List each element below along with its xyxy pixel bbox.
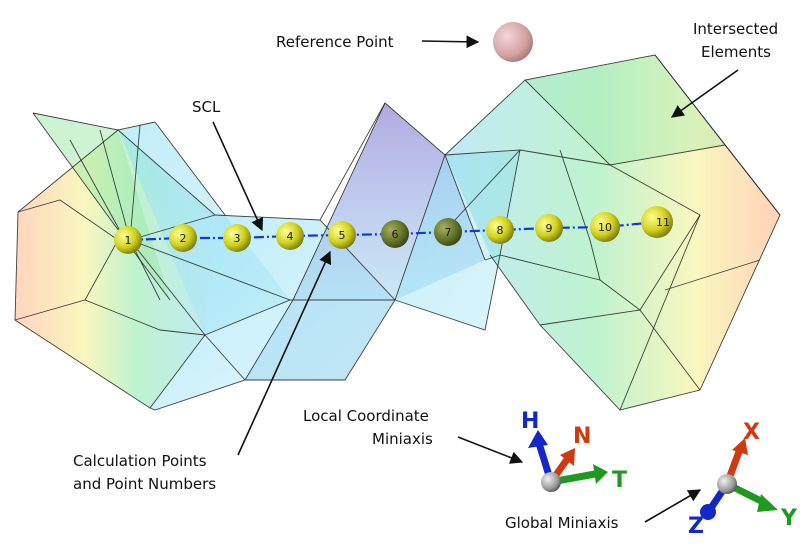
point-number: 11 <box>656 216 670 229</box>
calculation-points-arrow <box>237 250 332 456</box>
local-axis-t: T <box>612 468 627 493</box>
local-miniaxis-label-2: Miniaxis <box>372 430 433 448</box>
intersected-elements-arrow <box>670 69 739 118</box>
local-axis-h: H <box>521 409 539 434</box>
calculation-points: 1 2 3 4 5 6 7 8 <box>114 206 673 254</box>
calc-point: 3 <box>223 224 251 252</box>
calc-point: 9 <box>535 214 563 242</box>
local-miniaxis: H N T <box>521 409 627 493</box>
calc-point: 6 <box>381 220 409 248</box>
calc-point: 10 <box>590 212 620 242</box>
calc-point: 8 <box>486 216 514 244</box>
point-number: 9 <box>546 222 553 235</box>
intersected-elements-label: Intersected <box>693 20 778 38</box>
scl-label: SCL <box>192 98 221 116</box>
point-number: 3 <box>234 232 241 245</box>
point-number: 4 <box>287 230 294 243</box>
calculation-points-label: Calculation Points <box>73 452 207 470</box>
point-number: 2 <box>180 232 187 245</box>
local-miniaxis-arrow <box>457 436 524 464</box>
element-right-box-top <box>525 55 725 165</box>
calc-point: 5 <box>328 221 356 249</box>
local-axis-n: N <box>573 424 591 449</box>
element-mesh <box>14 54 781 411</box>
point-number: 8 <box>497 224 504 237</box>
reference-point-arrow <box>421 35 480 49</box>
global-axis-x: X <box>743 420 760 445</box>
point-number: 10 <box>598 221 612 234</box>
calc-point: 7 <box>434 218 462 246</box>
global-axis-y: Y <box>780 506 798 531</box>
global-miniaxis-arrow <box>644 489 702 523</box>
point-number: 1 <box>125 234 132 247</box>
local-miniaxis-label: Local Coordinate <box>303 407 429 425</box>
intersected-elements-label-2: Elements <box>701 43 771 61</box>
point-number: 6 <box>392 228 399 241</box>
calc-point: 11 <box>641 206 673 238</box>
global-miniaxis-label: Global Miniaxis <box>505 514 619 532</box>
global-axis-z: Z <box>688 514 704 539</box>
reference-point-label: Reference Point <box>276 33 394 51</box>
calc-point: 1 <box>114 226 142 254</box>
point-number: 7 <box>445 226 452 239</box>
calc-point: 4 <box>276 222 304 250</box>
scl-line <box>127 220 658 242</box>
point-number: 5 <box>339 229 346 242</box>
local-origin <box>541 472 561 492</box>
scl-arrow <box>212 121 264 232</box>
calculation-points-label-2: and Point Numbers <box>73 475 216 493</box>
reference-point-sphere <box>493 22 533 62</box>
calc-point: 2 <box>169 224 197 252</box>
global-origin <box>717 474 737 494</box>
global-miniaxis: X Y Z <box>688 420 798 539</box>
